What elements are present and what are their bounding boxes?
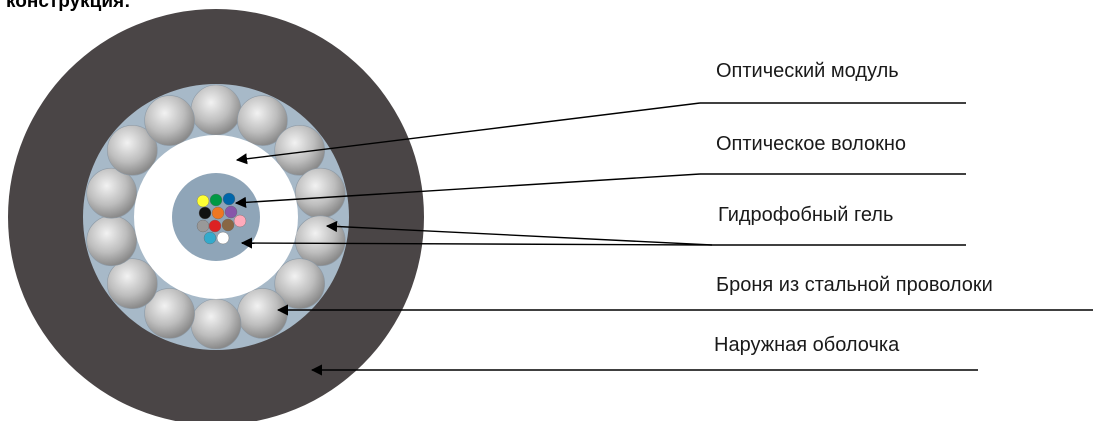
optical-fiber: [203, 231, 217, 245]
arrow-hydrophobic-gel-1: [325, 220, 713, 246]
arrow-hydrophobic-gel-2: [240, 237, 713, 249]
optical-fiber: [222, 192, 236, 206]
optical-fiber: [196, 219, 210, 233]
steel-wire: [237, 288, 288, 339]
steel-wire: [107, 258, 158, 310]
steel-wire: [274, 258, 326, 310]
optical-fiber: [211, 206, 225, 220]
steel-wire: [144, 95, 195, 146]
steel-wire: [237, 95, 288, 146]
steel-wire: [86, 215, 137, 267]
optical-fiber: [216, 231, 230, 245]
label-optical-module: Оптический модуль: [716, 60, 899, 82]
steel-wire: [294, 167, 346, 219]
steel-wire: [190, 298, 242, 350]
optical-fiber: [224, 205, 238, 219]
optical-fiber: [208, 219, 222, 233]
steel-wire-armor-ring: [86, 84, 346, 350]
optical-fiber: [221, 218, 235, 232]
steel-wire: [86, 167, 137, 219]
optical-fiber: [233, 214, 247, 228]
steel-wire: [144, 288, 195, 339]
arrow-optical-fiber: [234, 173, 701, 208]
optical-fiber: [196, 194, 210, 208]
page-title: конструкция:: [6, 0, 131, 12]
optical-fibers: [196, 192, 247, 245]
steel-wire: [190, 84, 242, 136]
steel-wire: [107, 125, 158, 176]
label-steel-wire-armor: Броня из стальной проволоки: [716, 274, 993, 296]
label-outer-sheath: Наружная оболочка: [714, 334, 900, 356]
arrow-optical-module: [235, 102, 701, 165]
callout-lines: [234, 102, 1093, 376]
steel-wire: [294, 215, 346, 267]
optical-fiber: [209, 193, 223, 207]
label-hydrophobic-gel: Гидрофобный гель: [718, 204, 894, 226]
steel-wire: [274, 125, 326, 176]
optical-fiber: [198, 206, 212, 220]
label-optical-fiber: Оптическое волокно: [716, 133, 907, 155]
